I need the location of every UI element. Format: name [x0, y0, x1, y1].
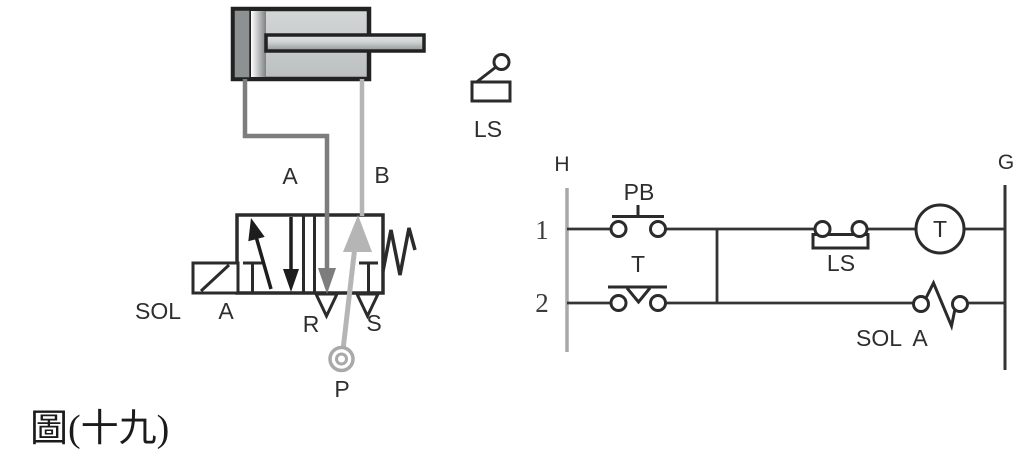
port-p-label: P	[334, 376, 349, 402]
valve-sol-label: SOL	[135, 298, 181, 324]
right-rail-label: G	[998, 151, 1014, 174]
ls-label: LS	[474, 116, 502, 142]
timer-contact-label: T	[631, 251, 645, 277]
sol-a-coil: SOL A	[856, 279, 969, 351]
rung-2-number: 2	[535, 288, 549, 318]
flow-arrow-diagonal-shaft	[253, 232, 273, 290]
exhaust-triangle-r	[313, 292, 340, 320]
pb-label: PB	[624, 179, 655, 205]
exhaust-triangle-s	[354, 292, 381, 320]
solenoid-diagonal	[199, 263, 231, 293]
ls-body	[470, 80, 512, 103]
cylinder-cap	[231, 7, 253, 81]
port-s-label: S	[366, 310, 381, 336]
ls-contact-label: LS	[827, 250, 855, 276]
left-rail-label: H	[554, 153, 569, 176]
limit-switch-symbol: LS	[470, 53, 512, 142]
tube-a-line	[242, 79, 330, 272]
flow-arrow-down-head	[283, 269, 299, 292]
valve-5-2	[191, 213, 417, 320]
ls-contact-bar	[811, 233, 870, 250]
valve-sol-id-label: A	[218, 298, 234, 324]
tube-b	[328, 79, 372, 373]
cylinder	[230, 6, 426, 82]
cylinder-rod	[264, 33, 426, 53]
ls-roller	[492, 53, 511, 71]
ls-contact: LS	[811, 220, 870, 276]
port-b-label: B	[374, 162, 389, 188]
figure-caption: 圖(十九)	[30, 408, 169, 450]
port-a-label: A	[282, 163, 298, 189]
cylinder-piston	[251, 11, 266, 77]
sol-label: SOL	[856, 325, 902, 351]
pb-contact: PB	[609, 179, 667, 238]
timer-contact: T	[608, 251, 667, 312]
tube-b-arrowhead	[343, 215, 372, 252]
flow-arrow-diagonal-head	[248, 218, 265, 242]
pressure-source-inner	[335, 352, 348, 366]
rung-1-number: 1	[535, 215, 549, 245]
tube-p-shaft	[340, 245, 358, 351]
timer-coil-circle	[914, 203, 966, 255]
timer-coil: T	[914, 203, 966, 255]
tube-a-arrowhead	[318, 268, 336, 294]
ladder-diagram: H G 1 2 PB	[535, 151, 1014, 370]
tube-a	[242, 79, 336, 294]
sol-id-label: A	[912, 325, 928, 351]
sol-zigzag	[924, 279, 957, 332]
timer-contact-vee	[625, 287, 652, 305]
port-r-label: R	[303, 311, 320, 337]
timer-coil-label: T	[933, 216, 947, 242]
return-spring	[381, 227, 417, 276]
pneumatic-circuit: LS	[135, 6, 512, 402]
